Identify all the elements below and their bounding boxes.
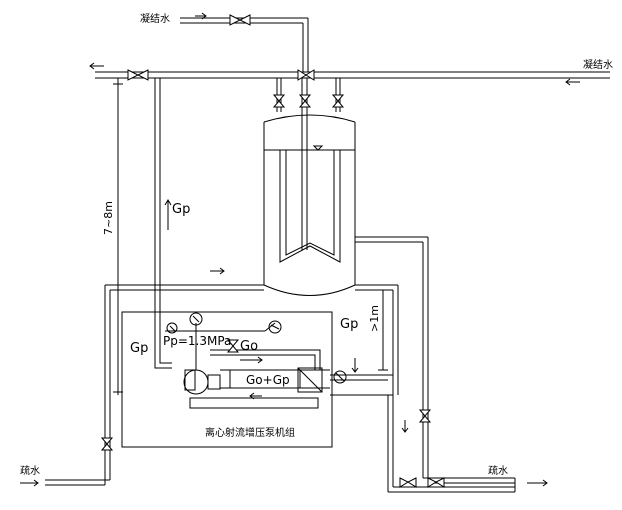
gp-right-label: Gp [340,317,358,332]
tank-inlet-valve-icons [272,94,345,108]
pressure-gauge-2-icon [166,322,178,334]
header-valve-left-icon [127,69,149,81]
bottom-right-valve-icons [399,477,445,488]
height-1m-label: >1m [368,305,381,332]
flow-meter-icon [268,320,282,334]
go-label: Go [240,339,258,354]
drain-left-label: 疏水 [20,464,40,477]
gp-vertical-label: Gp [172,202,190,217]
go-gp-label: Go+Gp [246,373,290,387]
unit-caption: 离心射流增压泵机组 [205,426,295,439]
right-vertical-valve-icon [418,409,432,423]
main-header-pipe [89,62,610,86]
separator-tank [263,114,356,296]
condensate-top-label: 凝结水 [140,12,170,25]
header-valve-center-icon [297,69,315,81]
right-side-pipes [355,236,516,493]
height-dimension-1m [378,289,388,371]
gp-left-label: Gp [130,341,148,356]
left-vertical-pipes [113,78,172,395]
bottom-left-drain-pipe [20,440,111,487]
pump-body [183,367,323,409]
drain-right-label: 疏水 [488,464,508,477]
drain-out-arrow-right [527,479,548,487]
height-7-8m-label: 7~8m [102,201,115,235]
outlet-gauge-icon [333,370,347,384]
top-inlet-valve-icon [229,14,251,26]
bottom-left-valve-icon [100,437,114,451]
condensate-right-label: 凝结水 [583,58,613,71]
pp-pressure-label: Pp=1.3MPa [163,334,231,348]
pressure-gauge-icon [189,312,203,326]
pump-frame-pipe [104,267,399,440]
check-valve-icon [226,339,240,353]
